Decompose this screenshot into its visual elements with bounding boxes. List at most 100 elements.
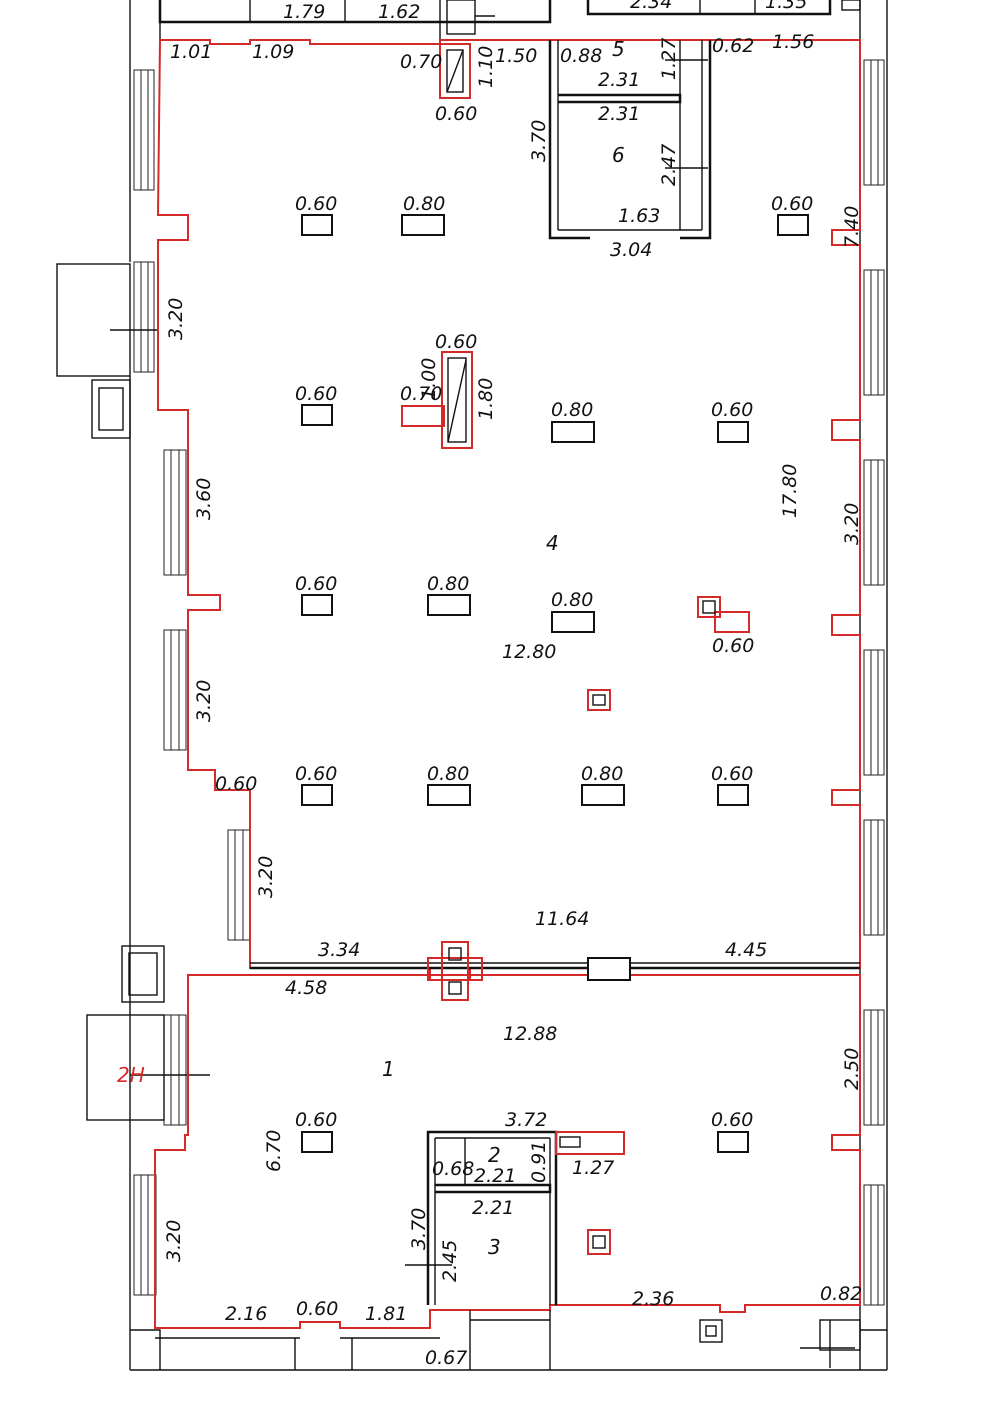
dim-label: 1.10 [475, 46, 497, 88]
dim-label: 0.70 [400, 383, 442, 405]
red-outline [154, 39, 861, 1329]
column-label: 0.80 [551, 589, 593, 611]
column [301, 404, 333, 426]
column [301, 1131, 333, 1153]
dim-label: 1.00 [418, 358, 440, 400]
column-label: 0.60 [295, 1109, 337, 1131]
room-number: 2 [488, 1143, 501, 1167]
dim-label: 1.81 [365, 1303, 407, 1325]
dim-label: 3.72 [505, 1109, 547, 1131]
dim-label: 1.09 [252, 41, 294, 63]
dim-label: 2.50 [841, 1048, 863, 1090]
rooms-5-6 [548, 40, 712, 240]
dim-label: 3.04 [610, 239, 652, 261]
dim-label: 2.31 [598, 69, 640, 91]
column-label: 0.60 [295, 763, 337, 785]
shafts [401, 43, 750, 1255]
column-label: 0.80 [581, 763, 623, 785]
dim-label: 0.62 [712, 35, 754, 57]
windows-right [863, 59, 885, 1306]
dim-label: 6.70 [263, 1130, 285, 1172]
dim-label: 4.45 [725, 939, 767, 961]
dim-label: 0.60 [435, 331, 477, 353]
column-label: 0.60 [771, 193, 813, 215]
dim-label: 1.27 [572, 1157, 614, 1179]
dim-label: 1.01 [170, 41, 212, 63]
dim-label: 2.31 [598, 103, 640, 125]
dim-label: 2.21 [472, 1197, 514, 1219]
column [551, 421, 595, 443]
column [717, 421, 749, 443]
external-annexes [56, 263, 210, 1121]
dim-label: 3.20 [255, 856, 277, 898]
dim-label: 1.56 [772, 31, 814, 53]
dim-label: 1.27 [658, 38, 680, 80]
dim-label: 3.20 [193, 680, 215, 722]
marker-label: 2Н [117, 1063, 145, 1087]
column [301, 214, 333, 236]
dimension-labels: 1.79 1.62 2.34 1.35 1.01 1.09 0.70 1.10 … [117, 0, 863, 1369]
column-label: 0.80 [403, 193, 445, 215]
column [717, 1131, 749, 1153]
dim-label: 0.60 [296, 1298, 338, 1320]
dim-label: 1.62 [378, 1, 420, 23]
column-label: 0.60 [295, 383, 337, 405]
dim-label: 0.70 [400, 51, 442, 73]
room-number: 1 [382, 1057, 395, 1081]
dim-label: 0.67 [425, 1347, 467, 1369]
dim-label: 2.21 [474, 1165, 516, 1187]
dim-label: 2.34 [630, 0, 672, 13]
column-label: 0.80 [551, 399, 593, 421]
room-number: 4 [546, 531, 559, 555]
dim-label: 3.34 [318, 939, 360, 961]
dim-label: 2.16 [225, 1303, 267, 1325]
column-label: 0.60 [711, 1109, 753, 1131]
column [581, 784, 625, 806]
dim-label: 3.20 [165, 298, 187, 340]
dim-label: 2.47 [658, 144, 680, 186]
bottom-neighbour-rooms [155, 1310, 861, 1370]
dim-label: 3.60 [193, 478, 215, 520]
dim-label: 0.60 [435, 103, 477, 125]
column [401, 214, 445, 236]
dim-label: 4.58 [285, 977, 327, 999]
column-label: 0.60 [295, 573, 337, 595]
dim-label: 3.20 [163, 1220, 185, 1262]
dim-label: 0.60 [712, 635, 754, 657]
dim-label: 1.79 [283, 1, 325, 23]
rooms-2-3 [405, 1130, 625, 1305]
dim-label: 12.88 [503, 1023, 557, 1045]
dim-label: 0.60 [215, 773, 257, 795]
dim-label: 3.70 [408, 1208, 430, 1250]
dim-label: 1.35 [765, 0, 807, 13]
dim-label: 7.40 [841, 206, 863, 248]
hall-partition [250, 941, 860, 1001]
column [717, 784, 749, 806]
column [427, 594, 471, 616]
dim-label: 2.45 [439, 1240, 461, 1282]
room-number: 3 [488, 1235, 501, 1259]
dim-label: 3.20 [841, 503, 863, 545]
room-number: 6 [612, 143, 625, 167]
dim-label: 0.88 [560, 45, 602, 67]
dim-label: 11.64 [535, 908, 589, 930]
dim-label: 17.80 [779, 464, 801, 518]
dim-label: 12.80 [502, 641, 556, 663]
dim-label: 0.91 [528, 1141, 550, 1183]
dim-label: 1.50 [495, 45, 537, 67]
dim-label: 0.82 [820, 1283, 862, 1305]
column-label: 0.80 [427, 763, 469, 785]
column-labels: 0.60 0.80 0.60 0.60 0.80 0.60 0.60 0.80 … [295, 193, 813, 1131]
column-label: 0.80 [427, 573, 469, 595]
dim-label: 2.36 [632, 1288, 674, 1310]
room-number: 5 [612, 37, 625, 61]
dim-label: 1.63 [618, 205, 660, 227]
column [551, 611, 595, 633]
column [301, 594, 333, 616]
column [301, 784, 333, 806]
dim-label: 1.80 [475, 378, 497, 420]
column [777, 214, 809, 236]
column [427, 784, 471, 806]
dim-label: 0.68 [432, 1158, 474, 1180]
